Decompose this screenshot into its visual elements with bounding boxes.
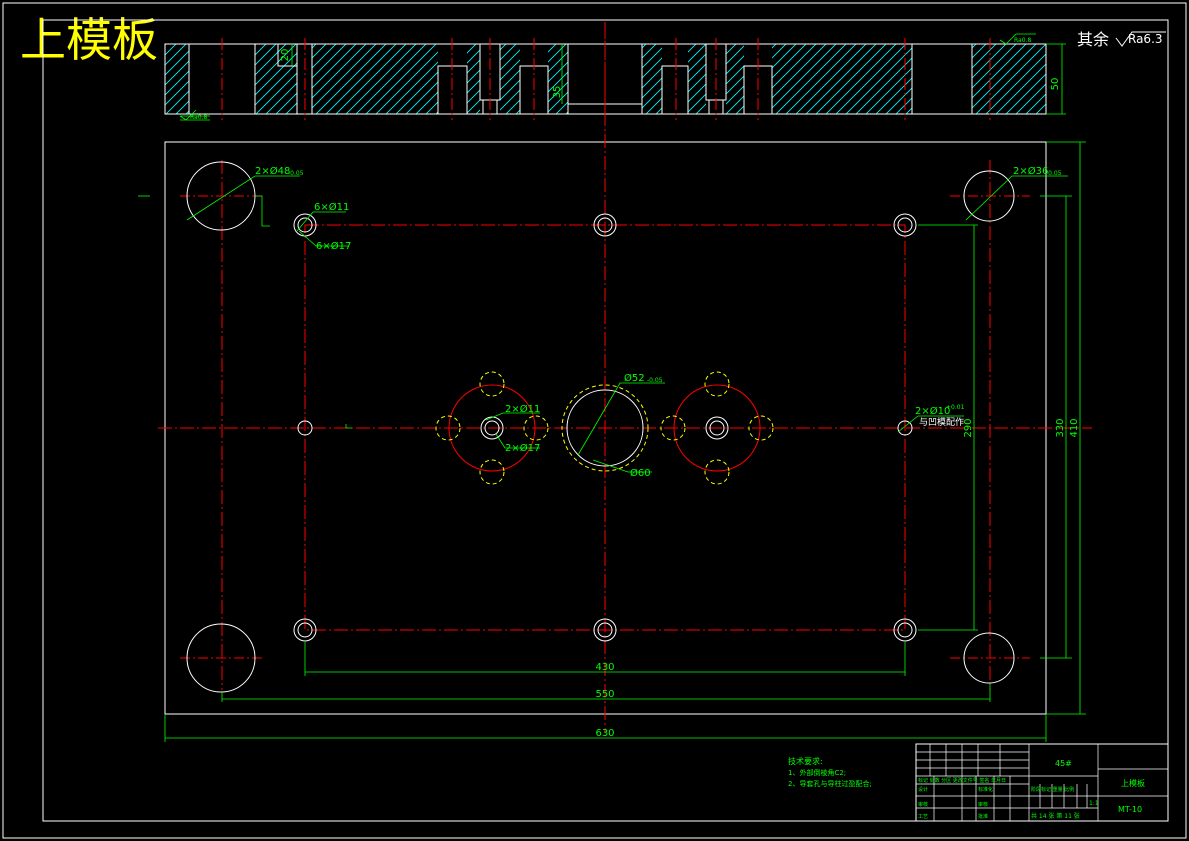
tb-part-name: 上模板 (1121, 778, 1145, 788)
plan-view: 2×Ø48 -0.05 2×Ø36 -0.05 6×Ø11 6×Ø17 2×Ø1… (138, 24, 1092, 742)
roughness-bottom: Ra0.8 (190, 114, 207, 121)
dim-290: 290 (963, 418, 974, 437)
title-block: 标记 处数 分区 更改文件号 签名 年月日 设计 审核 工艺 标准化 审核 批准… (915, 743, 1169, 822)
section-hatch-6 (548, 44, 568, 114)
section-hatch-2 (255, 44, 297, 114)
dim-550: 550 (595, 689, 614, 700)
label-guide-bush-right-tol: -0.05 (1046, 170, 1062, 177)
section-hatch-8 (688, 44, 706, 114)
tech-req-item-1: 1、外部倒棱角C2; (788, 768, 846, 777)
section-hatch-7 (642, 44, 662, 114)
tech-req-item-2: 2、导套孔与导柱过盈配合; (788, 779, 872, 788)
tb-material: 45# (1055, 759, 1072, 768)
tb-row-process: 工艺 (918, 814, 928, 820)
tb-header-row: 标记 处数 分区 更改文件号 签名 年月日 (918, 777, 1006, 784)
label-screw-through: 6×Ø11 (314, 201, 349, 213)
tb-sheets: 共 14 张 第 11 张 (1031, 812, 1080, 820)
tb-row-review: 审核 (918, 801, 928, 808)
tb-stage-row: 阶段标记 重量 比例 (1031, 786, 1074, 793)
label-center-outer: Ø60 (630, 467, 651, 479)
label-side-through: 2×Ø11 (505, 403, 540, 415)
section-hatch-3 (312, 44, 438, 114)
label-guide-bush-left: 2×Ø48 (255, 165, 290, 177)
tb-col-approve: 批准 (978, 813, 988, 820)
roughness-value: Ra6.3 (1128, 32, 1163, 46)
tech-requirements: 技术要求: 1、外部倒棱角C2; 2、导套孔与导柱过盈配合; (788, 756, 872, 788)
section-hatch-5 (500, 44, 520, 114)
label-screw-counterbore: 6×Ø17 (316, 240, 351, 252)
dim-section-height: 50 (1050, 78, 1061, 91)
section-hatch-1 (165, 44, 189, 114)
dim-section-recess: 35 (552, 86, 563, 99)
tb-row-design: 设计 (918, 786, 928, 793)
label-side-counterbore: 2×Ø17 (505, 442, 540, 454)
dim-410: 410 (1069, 418, 1080, 437)
section-view: 50 20 35 Ra0.8 Ra0.8 (164, 22, 1066, 121)
section-hatch-4 (467, 44, 480, 114)
tb-col-review: 审核 (978, 801, 988, 808)
tb-scale: 1:1 (1089, 800, 1099, 807)
label-pin-tol: +0.01 (946, 404, 965, 411)
dim-330: 330 (1055, 418, 1066, 437)
dim-630: 630 (595, 728, 614, 739)
dim-430: 430 (595, 662, 614, 673)
label-guide-bush-right: 2×Ø36 (1013, 165, 1048, 177)
label-center-hole: Ø52 (624, 372, 645, 384)
tb-drawing-no: MT-10 (1118, 805, 1142, 814)
label-pin-note: 与凹模配作 (919, 416, 964, 428)
section-hatch-11 (972, 44, 1046, 114)
label-pin: 2×Ø10 (915, 405, 950, 417)
roughness-label: 其余 (1077, 30, 1109, 49)
label-center-hole-tol: -0.05 (647, 377, 663, 384)
inner-frame (42, 19, 1169, 822)
tb-col-standard: 标准化 (978, 786, 993, 793)
section-hatch-9 (726, 44, 744, 114)
section-hatch-10 (772, 44, 912, 114)
dim-section-bolt-depth: 20 (280, 49, 291, 62)
label-guide-bush-left-tol: -0.05 (288, 170, 304, 177)
tech-req-heading: 技术要求: (788, 756, 823, 766)
roughness-top: Ra0.8 (1014, 37, 1031, 44)
